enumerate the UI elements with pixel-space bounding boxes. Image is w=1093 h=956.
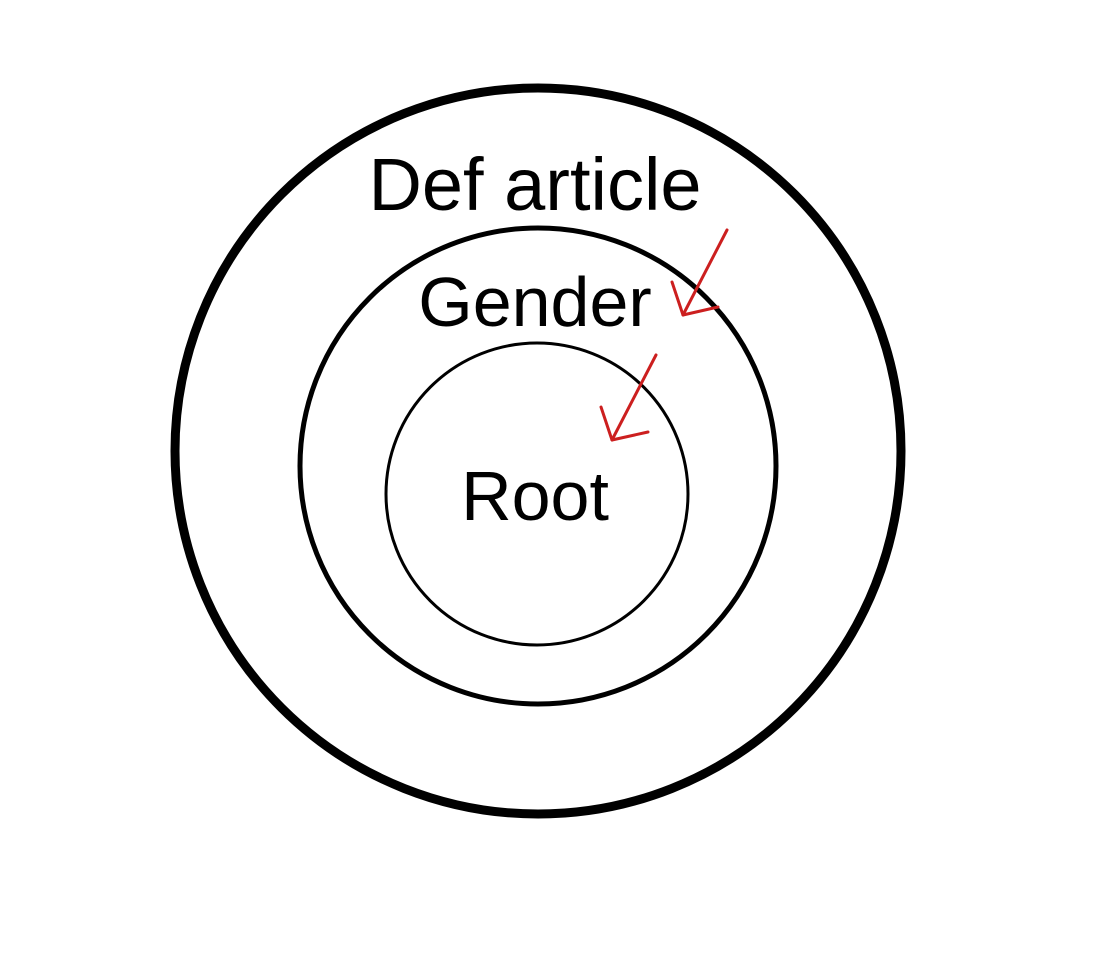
arrow-outer-to-middle-shaft [681,228,729,317]
arrow-middle-to-inner-shaft [610,353,658,442]
arrow-outer-to-middle [670,228,729,317]
middle-ring [297,225,779,707]
outer-ring-label: Def article [368,143,701,226]
arrow-outer-to-middle-head [670,280,720,317]
arrow-middle-to-inner-head [599,405,650,442]
inner-ring [384,341,690,647]
outer-ring [170,83,906,819]
middle-ring-label: Gender [418,263,651,341]
inner-ring-label: Root [461,457,609,535]
arrow-middle-to-inner [599,353,658,442]
